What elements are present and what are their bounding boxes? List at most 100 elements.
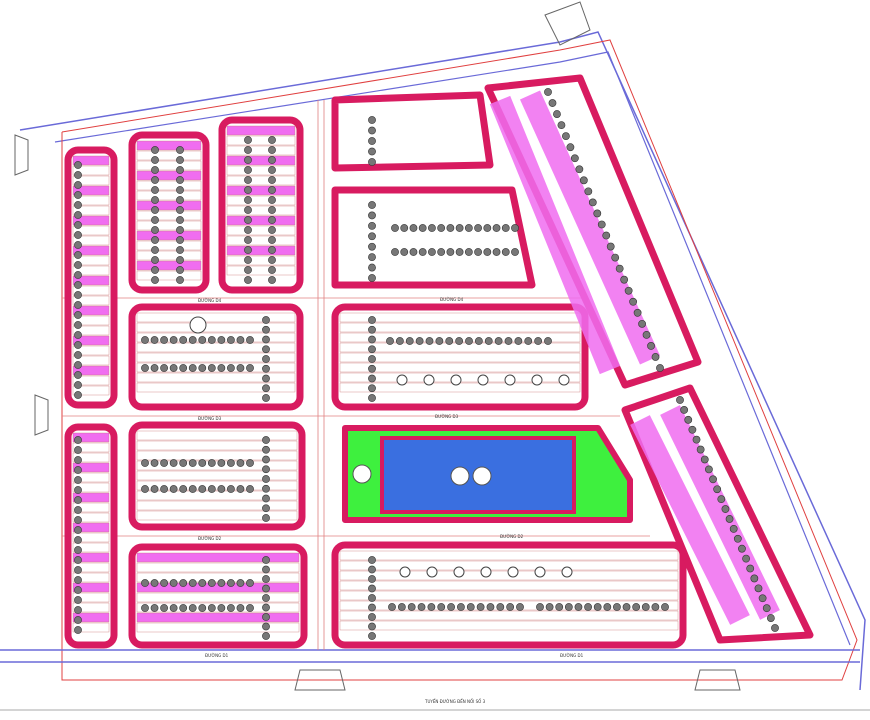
lot[interactable] [72, 602, 110, 613]
lot[interactable] [72, 572, 110, 583]
lot[interactable] [136, 230, 202, 241]
lot[interactable] [136, 592, 300, 603]
lot[interactable] [72, 335, 110, 346]
lot[interactable] [136, 342, 296, 353]
lot[interactable] [339, 620, 679, 631]
lot[interactable] [226, 175, 296, 186]
lot[interactable] [136, 312, 296, 323]
lot[interactable] [136, 490, 298, 501]
lot[interactable] [136, 362, 296, 373]
lot[interactable] [72, 492, 110, 503]
lot[interactable] [72, 245, 110, 256]
lot[interactable] [72, 345, 110, 356]
lot[interactable] [136, 160, 202, 171]
lot[interactable] [72, 375, 110, 386]
lot[interactable] [72, 355, 110, 366]
lot[interactable] [136, 612, 300, 623]
lot[interactable] [72, 275, 110, 286]
lot[interactable] [339, 610, 679, 621]
lot[interactable] [136, 210, 202, 221]
lot[interactable] [136, 170, 202, 181]
lot[interactable] [72, 612, 110, 623]
lot[interactable] [72, 225, 110, 236]
lot[interactable] [339, 322, 581, 333]
lot[interactable] [226, 235, 296, 246]
lot[interactable] [136, 150, 202, 161]
residential-block[interactable] [331, 91, 494, 172]
lot[interactable] [72, 522, 110, 533]
lot[interactable] [226, 195, 296, 206]
lot[interactable] [72, 592, 110, 603]
lot[interactable] [136, 372, 296, 383]
lot[interactable] [72, 502, 110, 513]
lot[interactable] [72, 315, 110, 326]
lot[interactable] [136, 470, 298, 481]
lot[interactable] [72, 265, 110, 276]
lot[interactable] [226, 225, 296, 236]
lot[interactable] [226, 155, 296, 166]
lot[interactable] [226, 165, 296, 176]
lot[interactable] [339, 312, 581, 323]
lot[interactable] [72, 185, 110, 196]
lot[interactable] [72, 582, 110, 593]
lot[interactable] [72, 205, 110, 216]
park[interactable] [342, 425, 633, 523]
lot[interactable] [339, 550, 679, 561]
lot[interactable] [136, 322, 296, 333]
lot[interactable] [72, 385, 110, 396]
lot[interactable] [136, 180, 202, 191]
lot[interactable] [136, 220, 202, 231]
lot[interactable] [136, 140, 202, 151]
lot[interactable] [72, 552, 110, 563]
lot[interactable] [136, 480, 298, 491]
lot[interactable] [72, 235, 110, 246]
lot[interactable] [72, 462, 110, 473]
lot[interactable] [136, 440, 298, 451]
lot[interactable] [226, 245, 296, 256]
lot[interactable] [72, 175, 110, 186]
lot[interactable] [72, 295, 110, 306]
lot[interactable] [72, 365, 110, 376]
lot[interactable] [339, 352, 581, 363]
lot[interactable] [72, 562, 110, 573]
lot[interactable] [72, 482, 110, 493]
lot[interactable] [72, 432, 110, 443]
lot[interactable] [72, 622, 110, 633]
lot[interactable] [72, 165, 110, 176]
lot[interactable] [339, 580, 679, 591]
lot[interactable] [226, 185, 296, 196]
lot[interactable] [226, 145, 296, 156]
residential-block[interactable] [331, 186, 536, 289]
lot[interactable] [136, 562, 300, 573]
lot[interactable] [72, 442, 110, 453]
lot[interactable] [72, 472, 110, 483]
lot[interactable] [72, 452, 110, 463]
lot[interactable] [136, 430, 298, 441]
lot[interactable] [136, 352, 296, 363]
lot[interactable] [136, 270, 202, 281]
lot[interactable] [72, 155, 110, 166]
lot[interactable] [339, 362, 581, 373]
lot[interactable] [136, 382, 296, 393]
lot[interactable] [136, 200, 202, 211]
lot[interactable] [136, 190, 202, 201]
lot[interactable] [226, 265, 296, 276]
lot[interactable] [136, 240, 202, 251]
lot[interactable] [136, 510, 298, 521]
lot[interactable] [136, 500, 298, 511]
lot[interactable] [72, 285, 110, 296]
lot[interactable] [72, 512, 110, 523]
lot[interactable] [226, 255, 296, 266]
lot[interactable] [136, 450, 298, 461]
lot[interactable] [226, 135, 296, 146]
lot[interactable] [136, 460, 298, 471]
lot[interactable] [226, 125, 296, 136]
lot[interactable] [226, 215, 296, 226]
lot[interactable] [339, 382, 581, 393]
lot[interactable] [339, 590, 679, 601]
lot[interactable] [72, 542, 110, 553]
lot[interactable] [226, 205, 296, 216]
lot[interactable] [72, 305, 110, 316]
lot[interactable] [72, 195, 110, 206]
lot[interactable] [72, 215, 110, 226]
